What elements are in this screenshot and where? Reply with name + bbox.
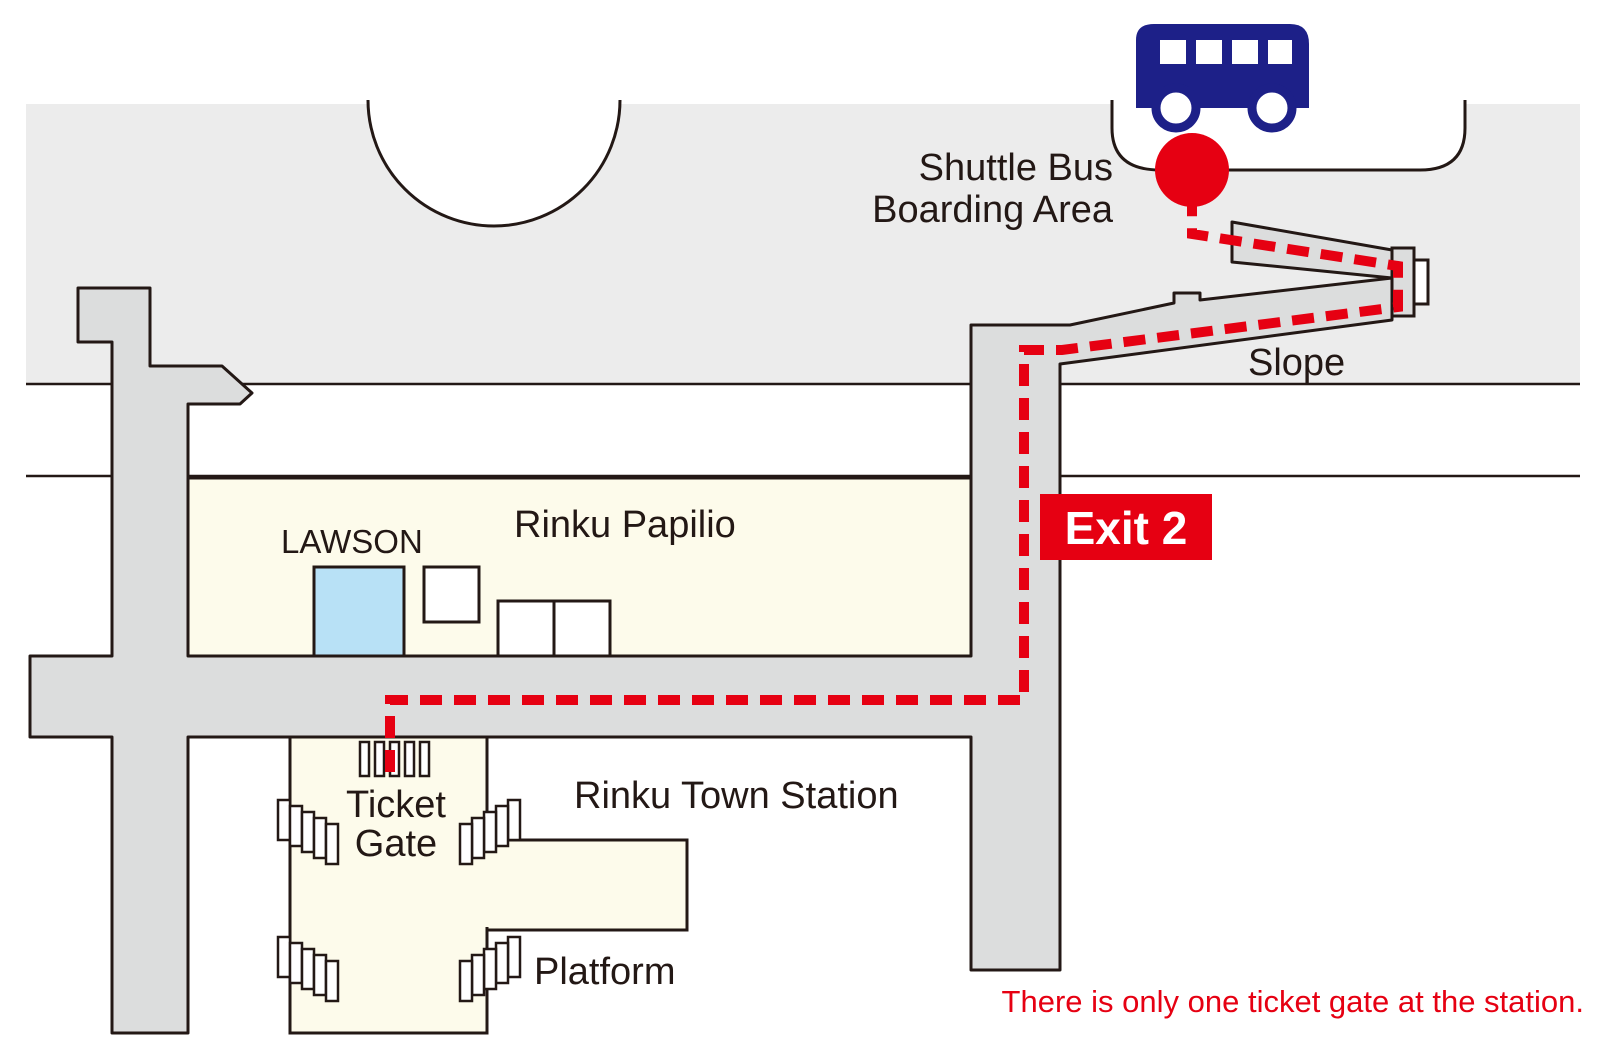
stairs-upper-right: [458, 798, 522, 866]
boarding-point-icon: [1155, 133, 1229, 207]
platform-building: [485, 838, 689, 932]
ticket-gate-label-line2: Gate: [355, 823, 437, 865]
shop-3: [552, 599, 612, 658]
ticket-gate-note: There is only one ticket gate at the sta…: [1002, 984, 1584, 1019]
shuttle-label-line2: Boarding Area: [872, 189, 1114, 231]
walking-route: [385, 202, 1403, 772]
roundabout: [366, 99, 622, 228]
platform-label: Platform: [534, 951, 675, 993]
station-label: Rinku Town Station: [574, 775, 899, 817]
slope-label: Slope: [1248, 342, 1345, 384]
exit-label: Exit 2: [1065, 502, 1188, 554]
papilio-label: Rinku Papilio: [514, 504, 736, 546]
shuttle-label-line1: Shuttle Bus: [919, 147, 1113, 189]
station-building-join: [480, 843, 492, 927]
lawson-store: [312, 565, 406, 658]
stairs-lower-left: [276, 935, 340, 1003]
slope-landing-step: [1412, 258, 1430, 306]
ticket-gate-label-line1: Ticket: [346, 784, 446, 826]
lawson-label: LAWSON: [281, 523, 423, 560]
stairs-upper-left: [276, 798, 340, 866]
bus-icon: [1136, 24, 1309, 133]
shop-1: [422, 565, 481, 624]
exit-badge: [1040, 494, 1212, 560]
shop-2: [496, 599, 556, 658]
stairs-lower-right: [458, 935, 522, 1003]
